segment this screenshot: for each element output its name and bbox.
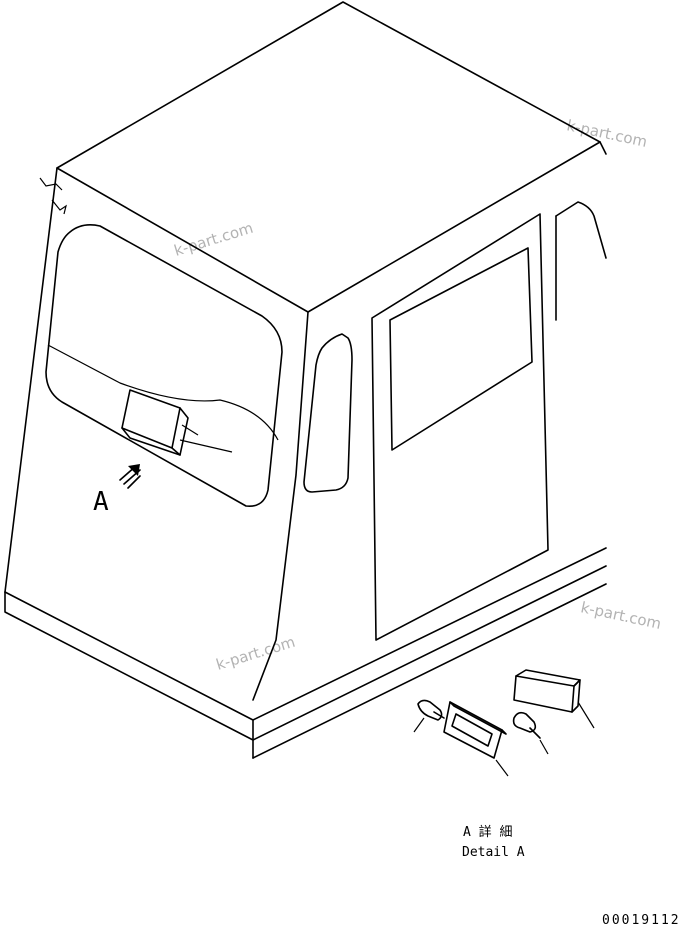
mount-location	[121, 389, 233, 456]
cab-roof	[56, 1, 601, 313]
front-window-inner-line	[47, 344, 279, 441]
rear-side-window	[555, 201, 607, 259]
drawing-number: 00019112	[602, 913, 681, 927]
view-arrow-a: A	[93, 464, 141, 517]
detail-title-jp: A 詳 細	[463, 824, 512, 840]
cab-front-edge	[4, 167, 58, 593]
watermark-upper-left: k-part.com	[172, 219, 255, 260]
view-label: A	[93, 487, 109, 517]
screw-left	[413, 699, 445, 733]
cab-body	[4, 1, 607, 759]
detail-title-en: Detail A	[462, 845, 525, 860]
front-window	[45, 224, 283, 507]
corner-marks	[39, 177, 67, 215]
side-quarter-window	[303, 333, 353, 493]
housing-box	[513, 669, 595, 729]
watermark-lower-left: k-part.com	[214, 633, 297, 674]
retainer-bracket	[443, 701, 509, 777]
cab-base	[4, 591, 254, 759]
watermark-top-right: k-part.com	[565, 116, 649, 151]
watermarks: k-part.com k-part.com k-part.com k-part.…	[172, 116, 663, 674]
watermark-lower-right: k-part.com	[579, 598, 663, 633]
detail-a-parts	[413, 669, 595, 777]
door-frame	[371, 213, 549, 641]
screw-right	[512, 711, 549, 755]
door-window	[389, 247, 533, 451]
